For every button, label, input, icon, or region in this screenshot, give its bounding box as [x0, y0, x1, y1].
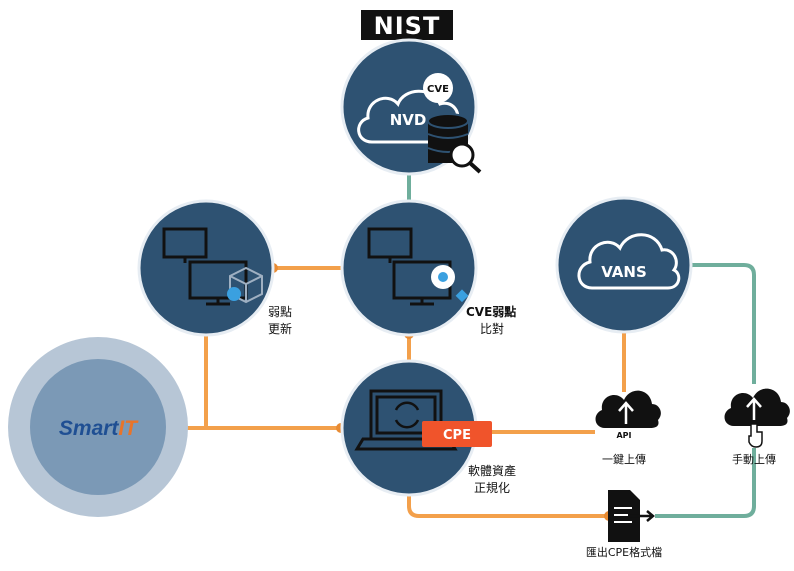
bug-icon: [438, 272, 448, 282]
hand-pointer-icon: [748, 423, 763, 448]
cloud-upload-icon: [595, 390, 661, 428]
export-cpe-node: 匯出CPE格式檔: [586, 490, 662, 559]
cpe-tag-label: CPE: [443, 428, 471, 443]
upload-arrow-icon: [618, 401, 634, 424]
api-badge: API: [616, 431, 631, 440]
nist-logo: NIST: [361, 10, 453, 40]
refresh-icon: [227, 287, 241, 301]
cve-compare-label-2: 比對: [480, 322, 504, 336]
normalize-node: CPE 軟體資產 正規化: [340, 359, 516, 497]
manual-upload-node: 手動上傳: [724, 388, 790, 466]
shield-icon: [455, 289, 469, 303]
smartit-logo-main: Smart: [59, 417, 120, 440]
weakness-update-label-2: 更新: [268, 321, 292, 336]
cloud-upload-icon: [724, 388, 790, 426]
vans-circle: [555, 196, 693, 334]
nvd-node: NVD CVE: [340, 38, 482, 176]
cve-compare-node: CVE弱點 比對: [340, 199, 516, 337]
cve-badge-label: CVE: [427, 84, 449, 95]
nvd-label: NVD: [390, 111, 427, 129]
export-cpe-label: 匯出CPE格式檔: [586, 545, 662, 559]
smartit-inner-circle: [30, 359, 166, 495]
manual-upload-label: 手動上傳: [732, 452, 776, 466]
upload-arrow-icon: [746, 397, 762, 420]
database-search-icon: [427, 113, 482, 174]
vans-label: VANS: [601, 263, 647, 281]
connector-normalize-export: [407, 494, 608, 518]
weakness-update-label-1: 弱點: [268, 305, 292, 319]
normalize-label-2: 正規化: [474, 480, 510, 495]
sync-icon: [394, 401, 420, 429]
api-upload-label: 一鍵上傳: [602, 452, 646, 466]
smartit-logo-text: SmartIT: [59, 417, 139, 440]
smartit-node: SmartIT: [8, 337, 188, 517]
export-arrow-icon: [630, 510, 655, 522]
document-lines: [614, 507, 632, 523]
nist-logo-text: NIST: [374, 12, 441, 40]
cloud-icon: [577, 233, 681, 290]
cve-badge: [423, 73, 453, 103]
weakness-update-node: 弱點 更新: [137, 199, 292, 337]
vans-node: VANS: [555, 196, 693, 334]
cve-compare-label-1: CVE弱點: [466, 304, 516, 319]
nist-logo-box: [361, 10, 453, 40]
normalize-label-1: 軟體資產: [468, 463, 516, 478]
monitor-icon: [367, 227, 452, 306]
api-upload-node: API 一鍵上傳: [595, 390, 661, 466]
cpe-tag: [422, 421, 492, 447]
smartit-logo-accent: IT: [118, 417, 139, 440]
